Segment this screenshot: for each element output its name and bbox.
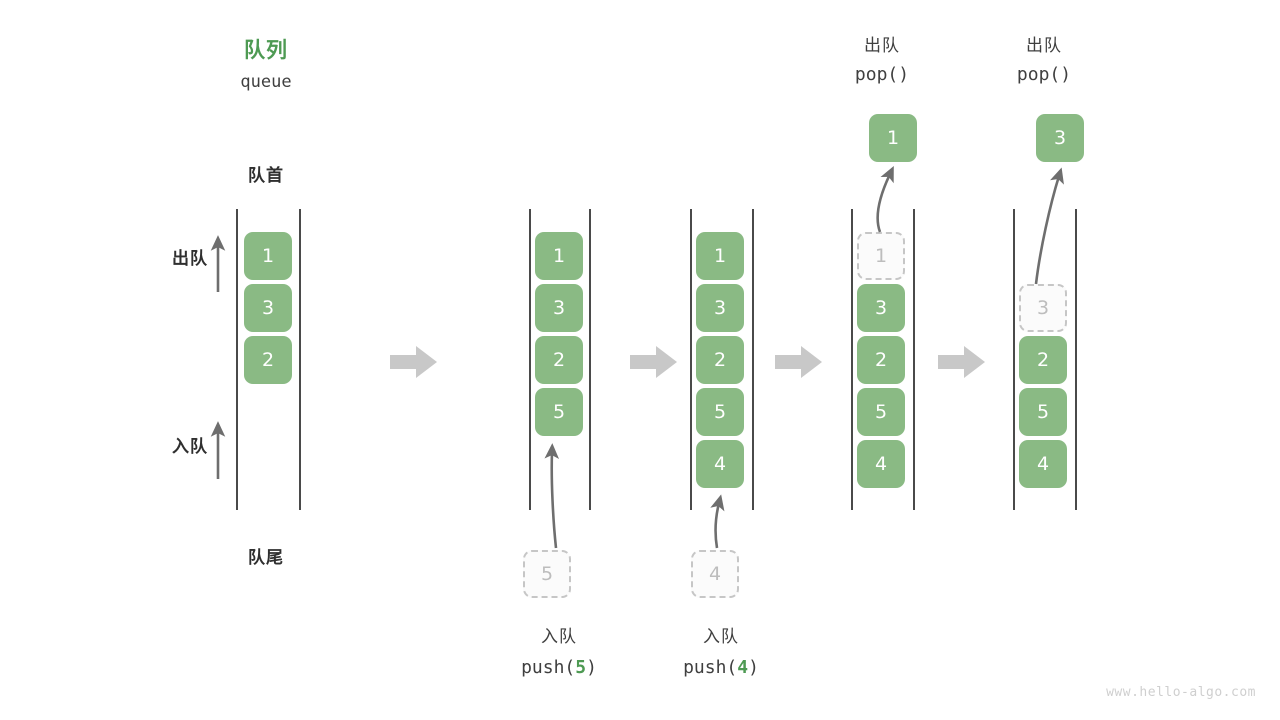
queue-cell: 2 — [1019, 336, 1067, 384]
step-pop-3-top-caption-cn: 出队 — [1026, 36, 1062, 56]
queue-front-label: 队首 — [248, 166, 284, 186]
queue-rail-right — [752, 209, 754, 510]
code-prefix: push( — [683, 657, 738, 678]
queue-rear-label: 队尾 — [248, 548, 284, 568]
queue-cell: 4 — [696, 440, 744, 488]
step-pop-1-top-caption-code: pop() — [854, 64, 910, 85]
queue-cell: 5 — [535, 388, 583, 436]
step-transition-arrow — [775, 345, 823, 379]
queue-cell-ghost: 1 — [857, 232, 905, 280]
step-push-5-bottom-caption-code: push(5) — [479, 657, 639, 678]
queue-rail-right — [1075, 209, 1077, 510]
queue-cell: 5 — [857, 388, 905, 436]
step-pop-3-top-caption-code: pop() — [1016, 64, 1072, 85]
queue-cell: 2 — [535, 336, 583, 384]
queue-title-cn: 队列 — [244, 38, 288, 62]
step-push-4-bottom-caption-code: push(4) — [641, 657, 801, 678]
code-prefix: push( — [521, 657, 576, 678]
queue-rail-left — [236, 209, 238, 510]
queue-cell: 3 — [535, 284, 583, 332]
queue-cell: 1 — [535, 232, 583, 280]
queue-rail-right — [913, 209, 915, 510]
queue-cell: 3 — [857, 284, 905, 332]
queue-rail-left — [529, 209, 531, 510]
step-transition-arrow — [390, 345, 438, 379]
queue-cell: 3 — [244, 284, 292, 332]
queue-rail-right — [299, 209, 301, 510]
dequeue-direction-label: 出队 — [172, 249, 208, 269]
incoming-element-ghost: 4 — [691, 550, 739, 598]
queue-rail-left — [1013, 209, 1015, 510]
step-pop-1-top-caption-cn: 出队 — [864, 36, 900, 56]
pop-3-arrow — [1034, 167, 1064, 285]
queue-cell: 3 — [696, 284, 744, 332]
queue-cell: 5 — [1019, 388, 1067, 436]
queue-rail-right — [589, 209, 591, 510]
code-suffix: ) — [748, 657, 759, 678]
incoming-element-ghost: 5 — [523, 550, 571, 598]
queue-cell: 1 — [244, 232, 292, 280]
pop-1-arrow — [876, 166, 894, 233]
popped-element: 3 — [1036, 114, 1084, 162]
step-push-5-bottom-caption-cn: 入队 — [541, 627, 577, 647]
queue-cell: 4 — [857, 440, 905, 488]
queue-cell: 2 — [696, 336, 744, 384]
queue-cell-ghost: 3 — [1019, 284, 1067, 332]
queue-cell: 5 — [696, 388, 744, 436]
queue-rail-left — [851, 209, 853, 510]
step-push-4-bottom-caption-cn: 入队 — [703, 627, 739, 647]
step-transition-arrow — [630, 345, 678, 379]
enqueue-direction-label: 入队 — [172, 437, 208, 457]
code-suffix: ) — [586, 657, 597, 678]
watermark: www.hello-algo.com — [1106, 685, 1256, 700]
push-4-arrow — [710, 494, 725, 549]
queue-title-en: queue — [240, 72, 292, 92]
push-5-arrow — [544, 443, 560, 549]
popped-element: 1 — [869, 114, 917, 162]
step-transition-arrow — [938, 345, 986, 379]
code-argument: 4 — [737, 657, 749, 678]
code-argument: 5 — [575, 657, 587, 678]
queue-cell: 2 — [857, 336, 905, 384]
queue-rail-left — [690, 209, 692, 510]
queue-cell: 4 — [1019, 440, 1067, 488]
queue-cell: 1 — [696, 232, 744, 280]
queue-cell: 2 — [244, 336, 292, 384]
